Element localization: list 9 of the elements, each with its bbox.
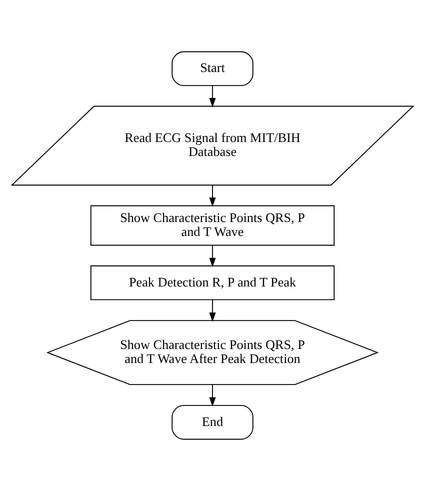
arrow [209,85,216,108]
node-box: Peak Detection R, P and T Peak [90,265,335,300]
arrow [209,245,216,268]
node-box: Show Characteristic Points QRS, P and T Wave [90,205,335,246]
arrow [209,384,216,407]
arrow [209,299,216,322]
arrow [209,184,216,207]
node-box: End [172,404,254,440]
node-box: Start [172,51,254,86]
